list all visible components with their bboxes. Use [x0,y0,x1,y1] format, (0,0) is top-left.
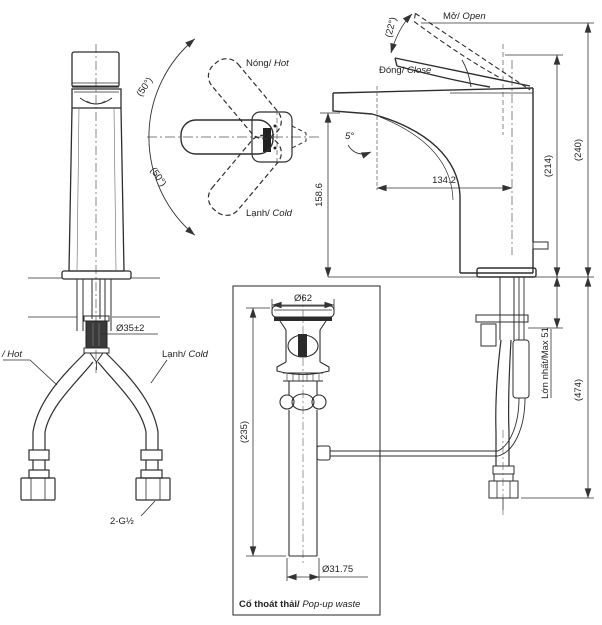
popup-caption: Cố thoát thải/ Pop-up waste [239,599,360,610]
side-below-deck [475,277,530,515]
front-view-faucet: / Hot Lạnh/ Cold Ø35±2 2-G½ [1,44,209,527]
side-view-faucet: Mở/ Open Đóng/ Close (22°) 5° 134.2 158.… [314,11,594,515]
hot-label-top: Nóng/ Hot [246,58,289,69]
height-closed-dim: (214) [543,155,554,177]
handle-angle-arc [390,13,413,54]
supply-hoses [20,352,171,501]
popup-waste-detail: Ø62 (235) Ø31.75 Cố thoát thải/ Pop-up w… [232,285,498,616]
front-spout-head [71,88,122,109]
cold-label-top: Lạnh/ Cold [246,208,293,219]
flange-diameter-dim: Ø62 [294,293,312,304]
top-view-rotation: (50°) (50°) Nóng/ Hot Lạnh/ Cold [134,38,322,236]
side-body [332,44,549,278]
deck-thickness-max-dim: Lớn nhất/Max 51 [540,327,551,399]
popup-height-dim: (235) [239,421,250,443]
front-handle [71,51,120,88]
tilt-arrow [347,144,372,159]
cold-label-front: Lạnh/ Cold [162,349,209,360]
drain-assembly [271,305,335,557]
side-dimensions [320,22,594,499]
height-open-dim: (240) [573,139,584,161]
height-total-dim: (474) [573,379,584,401]
thread-leader [140,500,156,517]
side-handle-open [413,12,531,91]
front-body [61,107,132,280]
close-label: Đóng/ Close [379,65,431,76]
side-handle-closed [394,57,531,88]
thread-size-label: 2-G½ [110,516,134,527]
rotation-arc [148,38,195,236]
pipe-diameter-dim: Ø31.75 [322,564,353,575]
popup-rod [330,450,498,457]
hot-leader [3,359,58,386]
top-body [251,111,307,163]
open-label: Mở/ Open [443,11,486,22]
angle-50-lower-dim: (50°) [148,165,169,188]
lever-hot-position [207,58,282,140]
popup-dimensions [246,299,368,581]
angle-50-upper-dim: (50°) [134,75,155,98]
lever-center [180,119,274,155]
front-shank [76,279,112,370]
deck-lines [28,277,160,318]
handle-angle-dim: (22°) [383,16,399,39]
lever-cold-position [207,134,282,216]
hole-diameter-dim: Ø35±2 [116,323,144,334]
spout-height-dim: 158.6 [314,183,325,207]
detail-box-border [232,285,381,616]
hot-label-front: / Hot [1,349,22,360]
tilt-angle-dim: 5° [345,131,354,142]
cold-leader [150,359,168,384]
reach-dim: 134.2 [432,175,456,186]
